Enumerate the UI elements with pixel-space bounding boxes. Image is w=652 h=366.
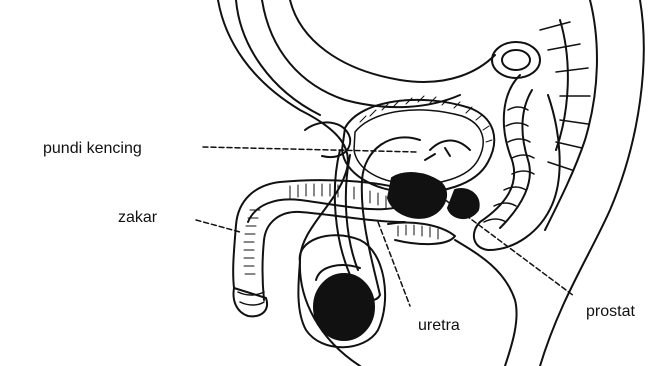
label-prostate: prostat xyxy=(586,304,635,320)
leader-bladder xyxy=(203,147,418,152)
perineum-contour xyxy=(455,240,517,366)
abdominal-wall-inner xyxy=(262,0,460,107)
label-urethra: uretra xyxy=(418,318,460,334)
bladder-hatching xyxy=(360,96,492,142)
sigmoid-loop-inner xyxy=(502,50,530,70)
label-penis: zakar xyxy=(118,210,157,226)
abdominal-wall xyxy=(236,0,320,115)
sacrum-outline xyxy=(545,0,597,230)
ureter xyxy=(425,141,470,160)
penis-shaft-top xyxy=(233,180,412,288)
prostate-gland xyxy=(388,173,446,218)
label-bladder: pundi kencing xyxy=(43,141,142,157)
rectum-folds xyxy=(484,107,534,222)
leader-penis xyxy=(196,220,240,232)
peritoneum-line xyxy=(290,0,495,82)
sigmoid-loop xyxy=(492,42,540,78)
vas-deferens-inner xyxy=(346,155,358,270)
urethra-channel xyxy=(248,199,405,222)
testis xyxy=(314,274,374,340)
leader-urethra xyxy=(378,222,410,306)
bulb-hatching xyxy=(398,225,438,239)
